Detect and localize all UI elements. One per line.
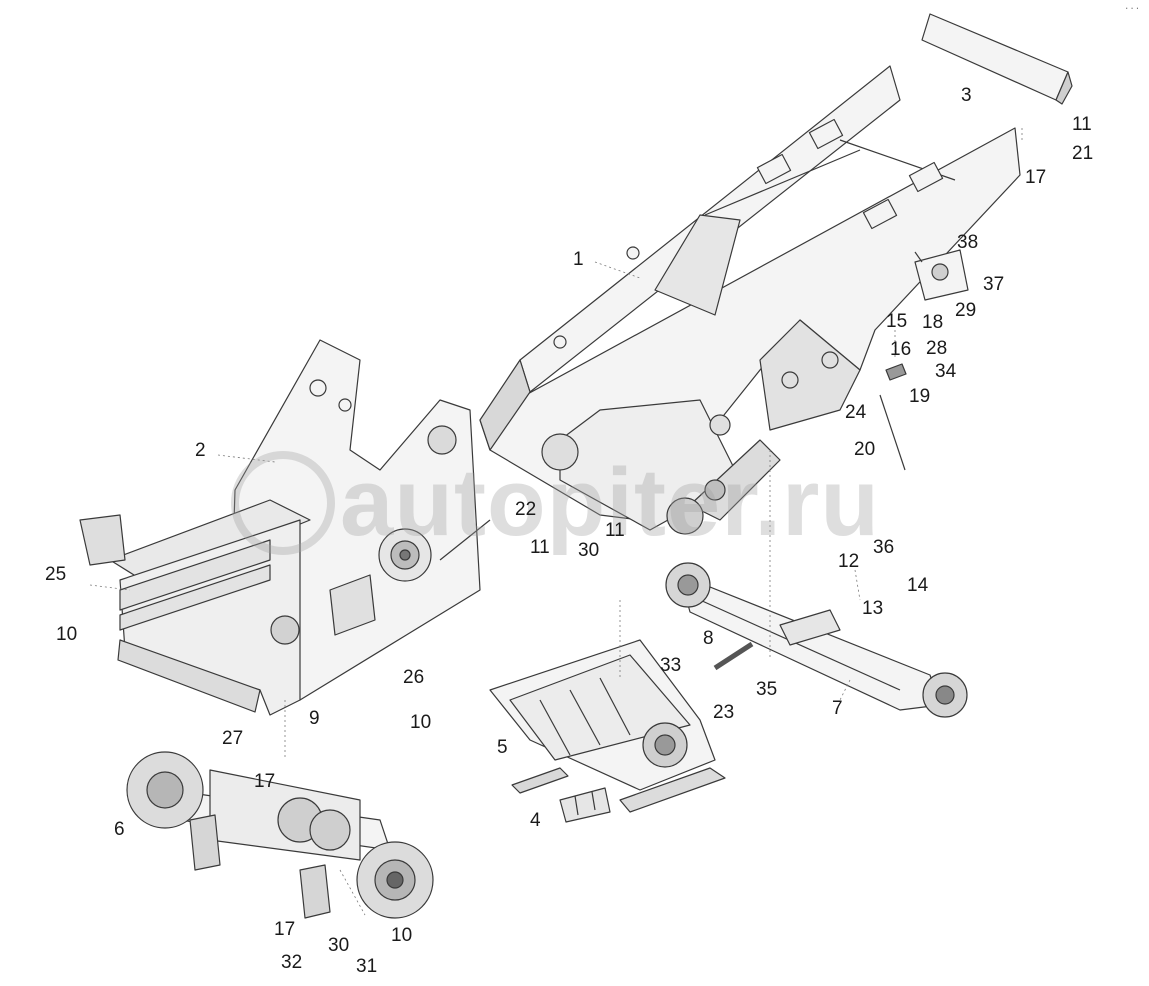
part-4-bracket xyxy=(511,767,611,823)
callout-16: 16 xyxy=(890,339,912,360)
callout-35: 35 xyxy=(756,679,778,700)
callout-8: 8 xyxy=(703,628,714,649)
callout-5: 5 xyxy=(497,737,508,758)
callout-10c: 10 xyxy=(391,925,413,946)
callout-3: 3 xyxy=(961,85,972,106)
callout-14: 14 xyxy=(907,575,929,596)
callout-22: 22 xyxy=(515,499,537,520)
callout-4: 4 xyxy=(530,810,541,831)
callout-27: 27 xyxy=(222,728,244,749)
callout-34: 34 xyxy=(935,361,957,382)
callout-17b: 17 xyxy=(254,771,276,792)
part-1-main-frame xyxy=(479,65,1021,535)
callout-30b: 30 xyxy=(328,935,350,956)
callout-31: 31 xyxy=(356,956,378,977)
callout-9: 9 xyxy=(309,708,320,729)
part-3-cover-plate xyxy=(921,13,1073,105)
callout-25: 25 xyxy=(45,564,67,585)
callout-11: 11 xyxy=(1072,114,1092,135)
part-16-clip xyxy=(885,363,907,381)
part-7-rear-axle xyxy=(665,562,968,718)
callout-19: 19 xyxy=(909,386,931,407)
callout-36: 36 xyxy=(873,537,895,558)
callout-7: 7 xyxy=(832,698,843,719)
callout-10: 10 xyxy=(56,624,78,645)
callout-28: 28 xyxy=(926,338,948,359)
callout-32: 32 xyxy=(281,952,303,973)
callout-11b: 11 xyxy=(605,520,625,541)
callout-1: 1 xyxy=(573,249,584,270)
callout-29: 29 xyxy=(955,300,977,321)
callout-11c: 11 xyxy=(530,537,550,558)
part-18-bracket xyxy=(914,249,969,301)
callout-10b: 10 xyxy=(410,712,432,733)
callout-37: 37 xyxy=(983,274,1005,295)
part-2-front-frame xyxy=(79,339,491,716)
callout-15: 15 xyxy=(886,311,908,332)
part-5-grille xyxy=(489,639,726,813)
callout-17c: 17 xyxy=(274,919,296,940)
part-20-rod xyxy=(879,394,906,471)
callout-33: 33 xyxy=(660,655,682,676)
callout-20: 20 xyxy=(854,439,876,460)
callout-6: 6 xyxy=(114,819,125,840)
callout-2: 2 xyxy=(195,440,206,461)
callout-24: 24 xyxy=(845,402,867,423)
part-6-front-axle xyxy=(126,751,434,919)
callout-30: 30 xyxy=(578,540,600,561)
callout-17: 17 xyxy=(1025,167,1047,188)
callout-18: 18 xyxy=(922,312,944,333)
callout-13: 13 xyxy=(862,598,884,619)
part-8-pin xyxy=(713,641,754,671)
callout-38: 38 xyxy=(957,232,979,253)
callout-23: 23 xyxy=(713,702,735,723)
callout-12: 12 xyxy=(838,551,860,572)
corner-mark: ··· xyxy=(1124,4,1141,14)
callout-21: 21 xyxy=(1072,143,1094,164)
callout-26: 26 xyxy=(403,667,425,688)
